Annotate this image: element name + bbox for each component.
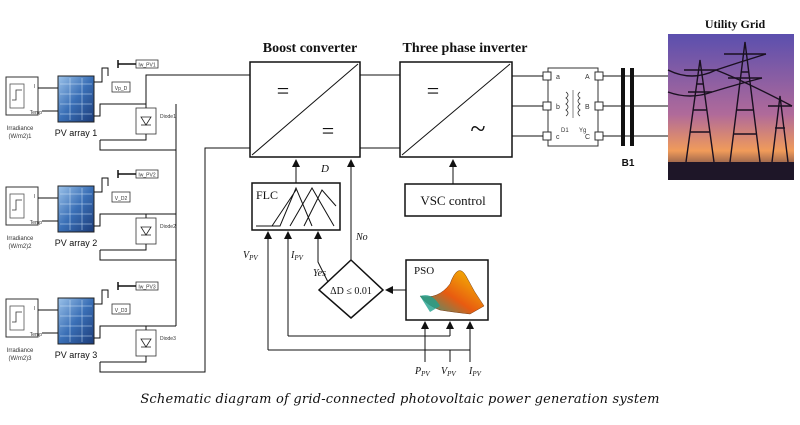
scope-v-block (111, 81, 131, 93)
inverter-title: Three phase inverter (403, 41, 528, 56)
pso-label: PSO (414, 265, 434, 277)
port-temp: Temp (30, 220, 42, 226)
transformer-block: a b c A B C D1 Yg (542, 67, 604, 147)
port-a: a (556, 74, 560, 81)
utility-grid-photo (667, 34, 794, 180)
ipv-input-label: IPV (468, 366, 482, 378)
diode-label: Diode3 (160, 336, 176, 342)
port-B: B (585, 104, 590, 111)
measurement-inputs (424, 350, 471, 362)
pv-array-group-3: I Temp Irradiance (W/m2)3 PV array 3 V_D… (5, 281, 176, 363)
scope-i-label: Iw_PV2 (138, 173, 155, 179)
port-temp: Temp (30, 332, 42, 338)
diode-block (135, 329, 157, 357)
vpv-label: VPV (243, 250, 258, 262)
feedback-bus (268, 322, 471, 351)
dc-link-wire (360, 74, 400, 149)
transformer-label-right: Yg (579, 128, 586, 134)
pv-array-group-2: I Temp Irradiance (W/m2)2 PV array 2 V_D… (5, 169, 176, 251)
pv-array-label: PV array 1 (55, 128, 98, 138)
pv-panel-icon (57, 185, 95, 233)
diode-block (135, 107, 157, 135)
ipv-label: IPV (290, 250, 304, 262)
port-A: A (585, 74, 590, 81)
grid-title: Utility Grid (705, 17, 766, 31)
port-C: C (585, 134, 590, 141)
scope-v-block (111, 191, 131, 203)
scope-i-label: Iw_PV3 (138, 285, 155, 291)
vsc-label: VSC control (420, 193, 486, 208)
irradiance-unit: (W/m2)2 (9, 244, 33, 250)
yes-to-flc-arrow (314, 231, 329, 283)
diode-block (135, 217, 157, 245)
pso-block: PSO (405, 259, 489, 321)
irradiance-label: Irradiance (7, 348, 34, 354)
duty-label: D (320, 163, 329, 175)
port-i: I (34, 194, 35, 200)
inverter-top-symbol: = (427, 78, 439, 103)
boost-bottom-symbol: = (322, 118, 334, 143)
no-label: No (355, 232, 368, 243)
pv-panel-icon (57, 297, 95, 345)
pv-array-label: PV array 2 (55, 238, 98, 248)
port-c: c (556, 134, 560, 141)
port-i: I (34, 306, 35, 312)
ppv-label: PPV (414, 366, 430, 378)
scope-v-label: Vp_D (115, 86, 128, 92)
yes-label: Yes (313, 268, 326, 279)
scope-v-label: V_D3 (115, 308, 128, 314)
pv-panel-icon (57, 75, 95, 123)
breaker-label: B1 (622, 158, 635, 169)
diode-label: Diode1 (160, 114, 176, 120)
breaker-b1: B1 (621, 68, 635, 169)
inverter-to-transformer-wires (512, 75, 543, 137)
pv-array-label: PV array 3 (55, 350, 98, 360)
vpv-input-label: VPV (441, 366, 456, 378)
inverter-bottom-symbol: ~ (470, 114, 485, 145)
scope-v-label: V_D2 (115, 196, 128, 202)
inverter-block: = ~ (399, 61, 513, 158)
irradiance-block (5, 76, 39, 116)
port-temp: Temp (30, 110, 42, 116)
decision-diamond: ΔD ≤ 0.01 (317, 258, 385, 319)
decision-label: ΔD ≤ 0.01 (330, 286, 372, 297)
flc-block: FLC (251, 182, 341, 231)
vsc-control-block: VSC control (404, 183, 502, 217)
pv-bus-wiring (99, 74, 250, 373)
transformer-label-left: D1 (561, 128, 569, 134)
irradiance-unit: (W/m2)1 (9, 134, 33, 140)
boost-top-symbol: = (277, 78, 289, 103)
scope-i-label: Iw_PV1 (138, 63, 155, 69)
boost-title: Boost converter (263, 41, 357, 56)
irradiance-block (5, 298, 39, 338)
scope-v-block (111, 303, 131, 315)
irradiance-unit: (W/m2)3 (9, 356, 33, 362)
port-i: I (34, 84, 35, 90)
flc-label: FLC (256, 188, 278, 202)
breaker-to-grid-wires (634, 75, 668, 137)
boost-converter-block: = = (249, 61, 361, 158)
pv-array-group-1: I Temp Irradiance (W/m2)1 PV array 1 Vp_… (5, 59, 176, 141)
irradiance-label: Irradiance (7, 236, 34, 242)
irradiance-block (5, 186, 39, 226)
irradiance-label: Irradiance (7, 126, 34, 132)
diode-label: Diode2 (160, 224, 176, 230)
port-b: b (556, 104, 560, 111)
figure-caption: Schematic diagram of grid-connected phot… (140, 392, 660, 407)
